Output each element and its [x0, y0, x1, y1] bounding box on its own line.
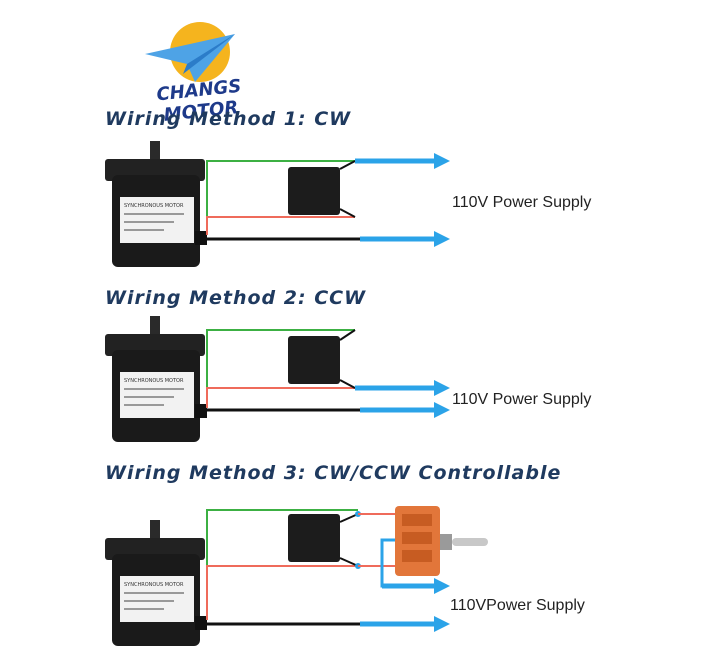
red-wire — [206, 216, 355, 235]
green-wire — [206, 160, 355, 233]
motor-plate-text: SYNCHRONOUS MOTOR — [124, 582, 184, 588]
brand-logo: CHANGS MOTOR — [125, 12, 275, 126]
motor-plate-text: SYNCHRONOUS MOTOR — [124, 203, 184, 209]
supply-label-2: 110V Power Supply — [452, 391, 592, 408]
red-wire — [206, 565, 358, 620]
motor: SYNCHRONOUS MOTOR — [105, 141, 207, 267]
motor: SYNCHRONOUS MOTOR — [105, 520, 207, 646]
wiring-diagram-1: SYNCHRONOUS MOTOR — [105, 141, 450, 267]
supply-label-1: 110V Power Supply — [452, 194, 592, 211]
wiring-diagram-2: SYNCHRONOUS MOTOR — [105, 316, 450, 442]
supply-arrow-bottom — [360, 402, 450, 418]
red-wire — [206, 387, 355, 408]
supply-arrow-top — [382, 578, 450, 594]
wiring-diagram-3: SYNCHRONOUS MOTOR — [105, 506, 488, 646]
supply-arrow-bottom — [360, 231, 450, 247]
capacitor — [288, 514, 340, 562]
motor: SYNCHRONOUS MOTOR — [105, 316, 207, 442]
toggle-switch — [395, 506, 488, 576]
supply-arrow-top — [355, 153, 450, 169]
green-wire — [206, 329, 355, 406]
heading-method-3: Wiring Method 3: CW/CCW Controllable — [105, 462, 562, 484]
supply-arrow-top — [355, 380, 450, 396]
motor-plate-text: SYNCHRONOUS MOTOR — [124, 378, 184, 384]
logo-graphic — [145, 22, 235, 82]
logo-paper-plane — [145, 34, 235, 82]
capacitor — [288, 167, 340, 215]
heading-method-1: Wiring Method 1: CW — [105, 108, 352, 130]
heading-method-2: Wiring Method 2: CCW — [105, 287, 367, 309]
supply-arrow-bottom — [360, 616, 450, 632]
capacitor — [288, 336, 340, 384]
supply-label-3: 110VPower Supply — [450, 597, 585, 614]
